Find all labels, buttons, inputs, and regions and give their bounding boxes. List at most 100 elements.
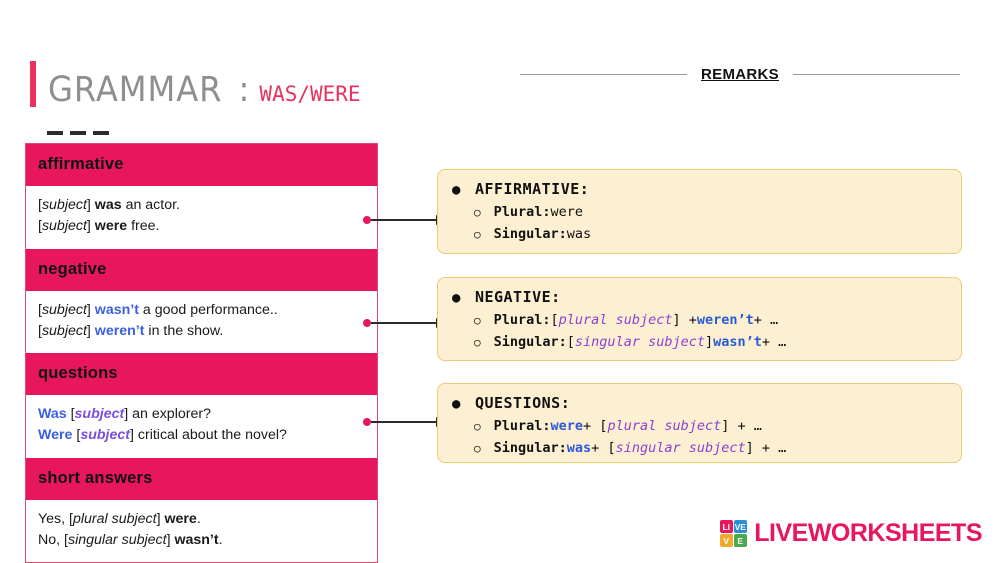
table-row: [subject] wasn’t a good performance.. (38, 300, 365, 321)
plain-text: an actor. (121, 197, 180, 213)
table-section-heading: negative (26, 248, 377, 291)
verb-text: wasn’t (174, 532, 219, 549)
plain-text: ] (166, 532, 175, 549)
plain-text: ] an explorer? (124, 406, 211, 423)
plain-text: a good performance.. (138, 301, 278, 318)
remark-box: ● AFFIRMATIVE: ○ Plural: were ○Singular: was (437, 169, 962, 254)
title-colon: : (238, 70, 249, 110)
bullet-icon: ● (452, 182, 461, 198)
sub-bullet-icon: ○ (474, 314, 481, 327)
remark-item: ○ Singular: was + [singular subject] + … (474, 440, 947, 456)
placeholder-text: subject (41, 322, 87, 339)
table-section-body: [subject] was an actor.[subject] were fr… (26, 186, 377, 249)
sub-bullet-icon: ○ (474, 442, 481, 455)
placeholder-highlight: plural subject (558, 312, 673, 328)
placeholder-highlight: singular subject (615, 440, 746, 456)
plain-text: . (218, 532, 223, 549)
connector-affirmative (363, 214, 445, 226)
logo-cube-li: LI (719, 520, 733, 533)
placeholder-text: subject (41, 218, 87, 235)
verb-highlight: Were (38, 427, 73, 444)
dash-1 (47, 131, 63, 135)
remark-item: ○Plural: [plural subject] + weren’t + … (474, 312, 947, 328)
logo-cube-row-top: LI VE (719, 520, 747, 534)
plain-text: + [ (591, 440, 616, 456)
liveworksheets-logo: LI VE V E LIVEWORKSHEETS (719, 519, 982, 548)
verb-highlight: was (566, 440, 592, 456)
remark-box: ●NEGATIVE:○Plural: [plural subject] + we… (437, 277, 962, 361)
table-row: Was [subject] an explorer? (38, 404, 365, 425)
placeholder-text: singular subject (67, 532, 167, 549)
plain-text: [ (38, 197, 42, 213)
placeholder-highlight: plural subject (607, 418, 722, 434)
logo-cubes: LI VE V E (719, 520, 747, 548)
remark-box-title: ● AFFIRMATIVE: (452, 180, 947, 198)
plain-text: [ (38, 218, 42, 235)
plain-text: [ (72, 427, 81, 444)
table-section-body: Was [subject] an explorer?Were [subject]… (26, 395, 377, 458)
remark-item: ○Singular: was (474, 226, 947, 242)
remark-item: ○Plural: were + [plural subject] + … (474, 418, 947, 434)
remark-box-title: ●NEGATIVE: (452, 288, 947, 306)
plain-text: [ (66, 406, 75, 423)
table-section-heading: short answers (26, 457, 377, 500)
remark-item-label: Plural: (493, 204, 551, 220)
sub-bullet-icon: ○ (474, 336, 481, 349)
remark-item-label: Plural: (493, 312, 551, 328)
logo-cube-v: V (719, 534, 733, 547)
connector-dot (363, 216, 371, 224)
verb-highlight: weren’t (94, 322, 145, 339)
table-row: Were [subject] critical about the novel? (38, 425, 365, 446)
connector-dot (363, 418, 371, 426)
remark-box-title-text: AFFIRMATIVE: (474, 180, 590, 198)
plain-text: [ (566, 334, 575, 350)
bullet-icon: ● (452, 290, 461, 306)
verb-highlight: Was (38, 406, 67, 423)
plain-text: ] (156, 510, 165, 527)
dash-2 (70, 131, 86, 135)
connector-line (371, 322, 436, 324)
bullet-icon: ● (452, 396, 461, 412)
remark-box-title: ●QUESTIONS: (452, 394, 947, 412)
page-title: GRAMMAR : WAS/WERE (30, 55, 361, 110)
table-section-body: Yes, [plural subject] were.No, [singular… (26, 499, 377, 563)
plain-text: ] critical about the novel? (130, 427, 287, 444)
table-row: [subject] was an actor. (38, 195, 365, 216)
remark-box: ●QUESTIONS: ○Plural: were + [plural subje… (437, 383, 962, 463)
table-row: [subject] weren’t in the show. (38, 321, 365, 342)
plain-text: were (550, 204, 584, 220)
plain-text: free. (127, 218, 160, 235)
plain-text: ] (86, 301, 95, 318)
plain-text: + … (753, 312, 779, 328)
remark-item: ○ Plural: were (474, 204, 947, 220)
plain-text: ] + … (721, 418, 762, 434)
plain-text: ] (86, 218, 95, 235)
remarks-label: REMARKS (701, 66, 779, 83)
placeholder-highlight: subject (80, 427, 130, 444)
logo-cube-row-bottom: V E (719, 534, 747, 548)
dash-decoration (47, 131, 109, 135)
placeholder-highlight: singular subject (574, 334, 705, 350)
placeholder-text: subject (41, 197, 87, 213)
verb-highlight: wasn’t (94, 301, 139, 318)
connector-negative (363, 317, 445, 329)
sub-bullet-icon: ○ (474, 420, 481, 433)
connector-questions (363, 416, 445, 428)
remarks-rule-left (520, 74, 688, 75)
table-row: [subject] were free. (38, 216, 365, 237)
verb-text: were (94, 218, 128, 235)
plain-text: ] + … (745, 440, 787, 456)
plain-text: ] + (672, 312, 697, 328)
remark-item-label: Singular: (493, 440, 567, 456)
plain-text: + [ (583, 418, 608, 434)
remark-item-label: Singular: (493, 334, 567, 350)
connector-dot (363, 319, 371, 327)
remarks-rule-right (792, 74, 960, 75)
plain-text: [ (38, 322, 42, 339)
sub-bullet-icon: ○ (474, 206, 481, 219)
sub-bullet-icon: ○ (474, 228, 481, 241)
plain-text: Yes, [ (38, 510, 73, 527)
title-accent-bar (30, 61, 36, 107)
remark-item: ○Singular: [singular subject] wasn’t + … (474, 334, 947, 350)
plain-text: ] (704, 334, 714, 350)
